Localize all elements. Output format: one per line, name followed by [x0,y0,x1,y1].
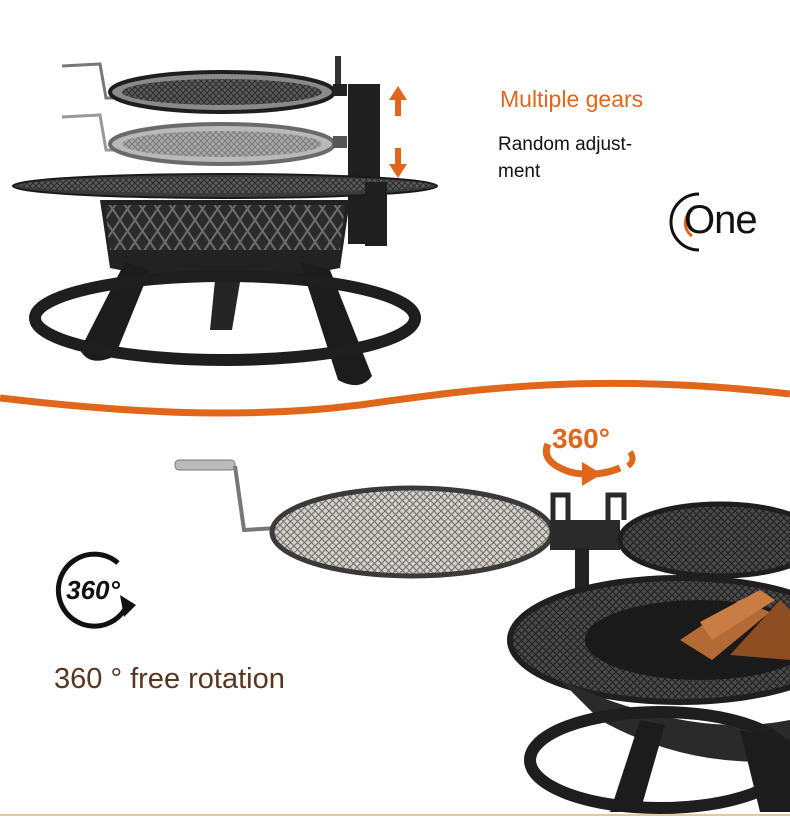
fire-pit-rotation-image: 360° [174,423,790,814]
feature-description-line2: ment [498,161,541,182]
rotation-arrow-icon: 360° [542,423,636,486]
rotation-badge-icon: 360° [55,551,136,629]
rotation-caption: 360 ° free rotation [54,663,285,695]
feature-description: Random adjust- ment [498,131,678,185]
feature-title: Multiple gears [500,86,644,112]
mode-label: One [684,198,758,242]
feature-description-line1: Random adjust- [498,134,633,155]
one-mode-icon [669,192,700,252]
fire-pit-top-image [12,56,438,386]
wave-divider [0,379,790,417]
rotation-badge-text: 360° [66,575,120,605]
bottom-divider [0,814,790,816]
up-arrow-icon [389,86,407,116]
down-arrow-icon [389,148,407,178]
rotation-arrow-label: 360° [552,423,610,454]
